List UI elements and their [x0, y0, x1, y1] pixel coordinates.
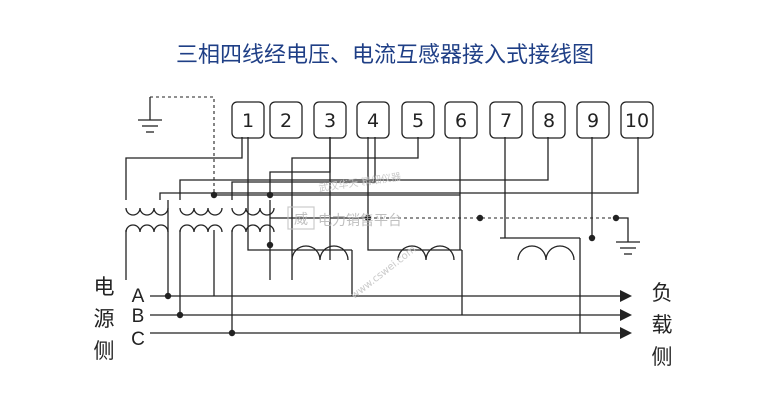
terminal-10: 10 [620, 101, 654, 139]
phase-arrows [620, 290, 632, 339]
terminal-number: 2 [280, 110, 292, 132]
arrow-b [620, 309, 632, 321]
watermark-logo-box [287, 206, 315, 230]
terminal-box [489, 101, 523, 139]
terminal-2: 2 [269, 101, 303, 139]
terminal-number: 7 [500, 110, 512, 132]
phase-labels: A B C [131, 286, 145, 350]
source-char-3: 侧 [94, 339, 115, 363]
pt-coil-1-primary [125, 224, 169, 233]
arrow-c [620, 327, 632, 339]
terminal-7: 7 [489, 101, 523, 139]
watermark-text: 电力销售平台 [318, 213, 402, 229]
terminal-box [532, 101, 566, 139]
terminal-5: 5 [401, 101, 435, 139]
terminal-number: 4 [367, 110, 379, 132]
terminal-block: 1 2 3 4 5 6 7 8 9 10 [231, 101, 654, 139]
diagram-title: 三相四线经电压、电流互感器接入式接线图 [176, 43, 594, 68]
ground-symbol-left [138, 97, 162, 133]
terminal-box [620, 101, 654, 139]
terminal-4: 4 [356, 101, 390, 139]
phase-label-c: C [131, 329, 145, 350]
junction-dots [164, 191, 620, 337]
arrow-a [620, 290, 632, 302]
terminal-number: 10 [625, 110, 649, 132]
terminal-box [356, 101, 390, 139]
voltage-wires [125, 137, 639, 280]
watermark: 威 电力销售平台 www.cswei.com 武汉华天 精细仪器 [287, 170, 418, 302]
pt-coil-1-secondary [125, 207, 169, 216]
current-wires [247, 137, 593, 333]
terminal-number: 5 [412, 110, 424, 132]
source-char-2: 源 [94, 307, 115, 331]
pt-coil-2-primary [179, 224, 223, 233]
terminal-9: 9 [576, 101, 610, 139]
ct-b [392, 245, 462, 261]
terminal-box [576, 101, 610, 139]
terminal-number: 9 [587, 110, 599, 132]
ct-c [500, 237, 580, 261]
terminal-1: 1 [231, 101, 265, 139]
ground-symbol-right [616, 217, 640, 255]
pt-coil-3-primary [231, 224, 275, 233]
source-side-label: 电 源 侧 [94, 275, 115, 363]
phase-label-b: B [132, 306, 145, 327]
terminal-6: 6 [444, 101, 478, 139]
pt-coils [125, 207, 275, 233]
watermark-url: www.cswei.com [349, 244, 418, 301]
terminal-number: 1 [242, 110, 254, 132]
terminal-number: 6 [455, 110, 467, 132]
terminal-box [269, 101, 303, 139]
ct-a [286, 137, 352, 261]
load-char-2: 载 [652, 313, 673, 337]
pt-coil-2-secondary [179, 207, 223, 216]
watermark-brand: 威 [294, 212, 308, 228]
terminal-number: 8 [543, 110, 555, 132]
source-char-1: 电 [94, 275, 115, 299]
load-char-1: 负 [652, 281, 673, 305]
pt-vertical-wires [125, 200, 271, 333]
load-side-label: 负 载 侧 [652, 281, 673, 369]
terminal-box [444, 101, 478, 139]
pt-coil-3-secondary [231, 207, 275, 216]
load-char-3: 侧 [652, 345, 673, 369]
phase-label-a: A [132, 286, 145, 307]
terminal-8: 8 [532, 101, 566, 139]
phase-lines [150, 295, 620, 334]
terminal-3: 3 [313, 101, 347, 139]
terminal-number: 3 [324, 110, 336, 132]
